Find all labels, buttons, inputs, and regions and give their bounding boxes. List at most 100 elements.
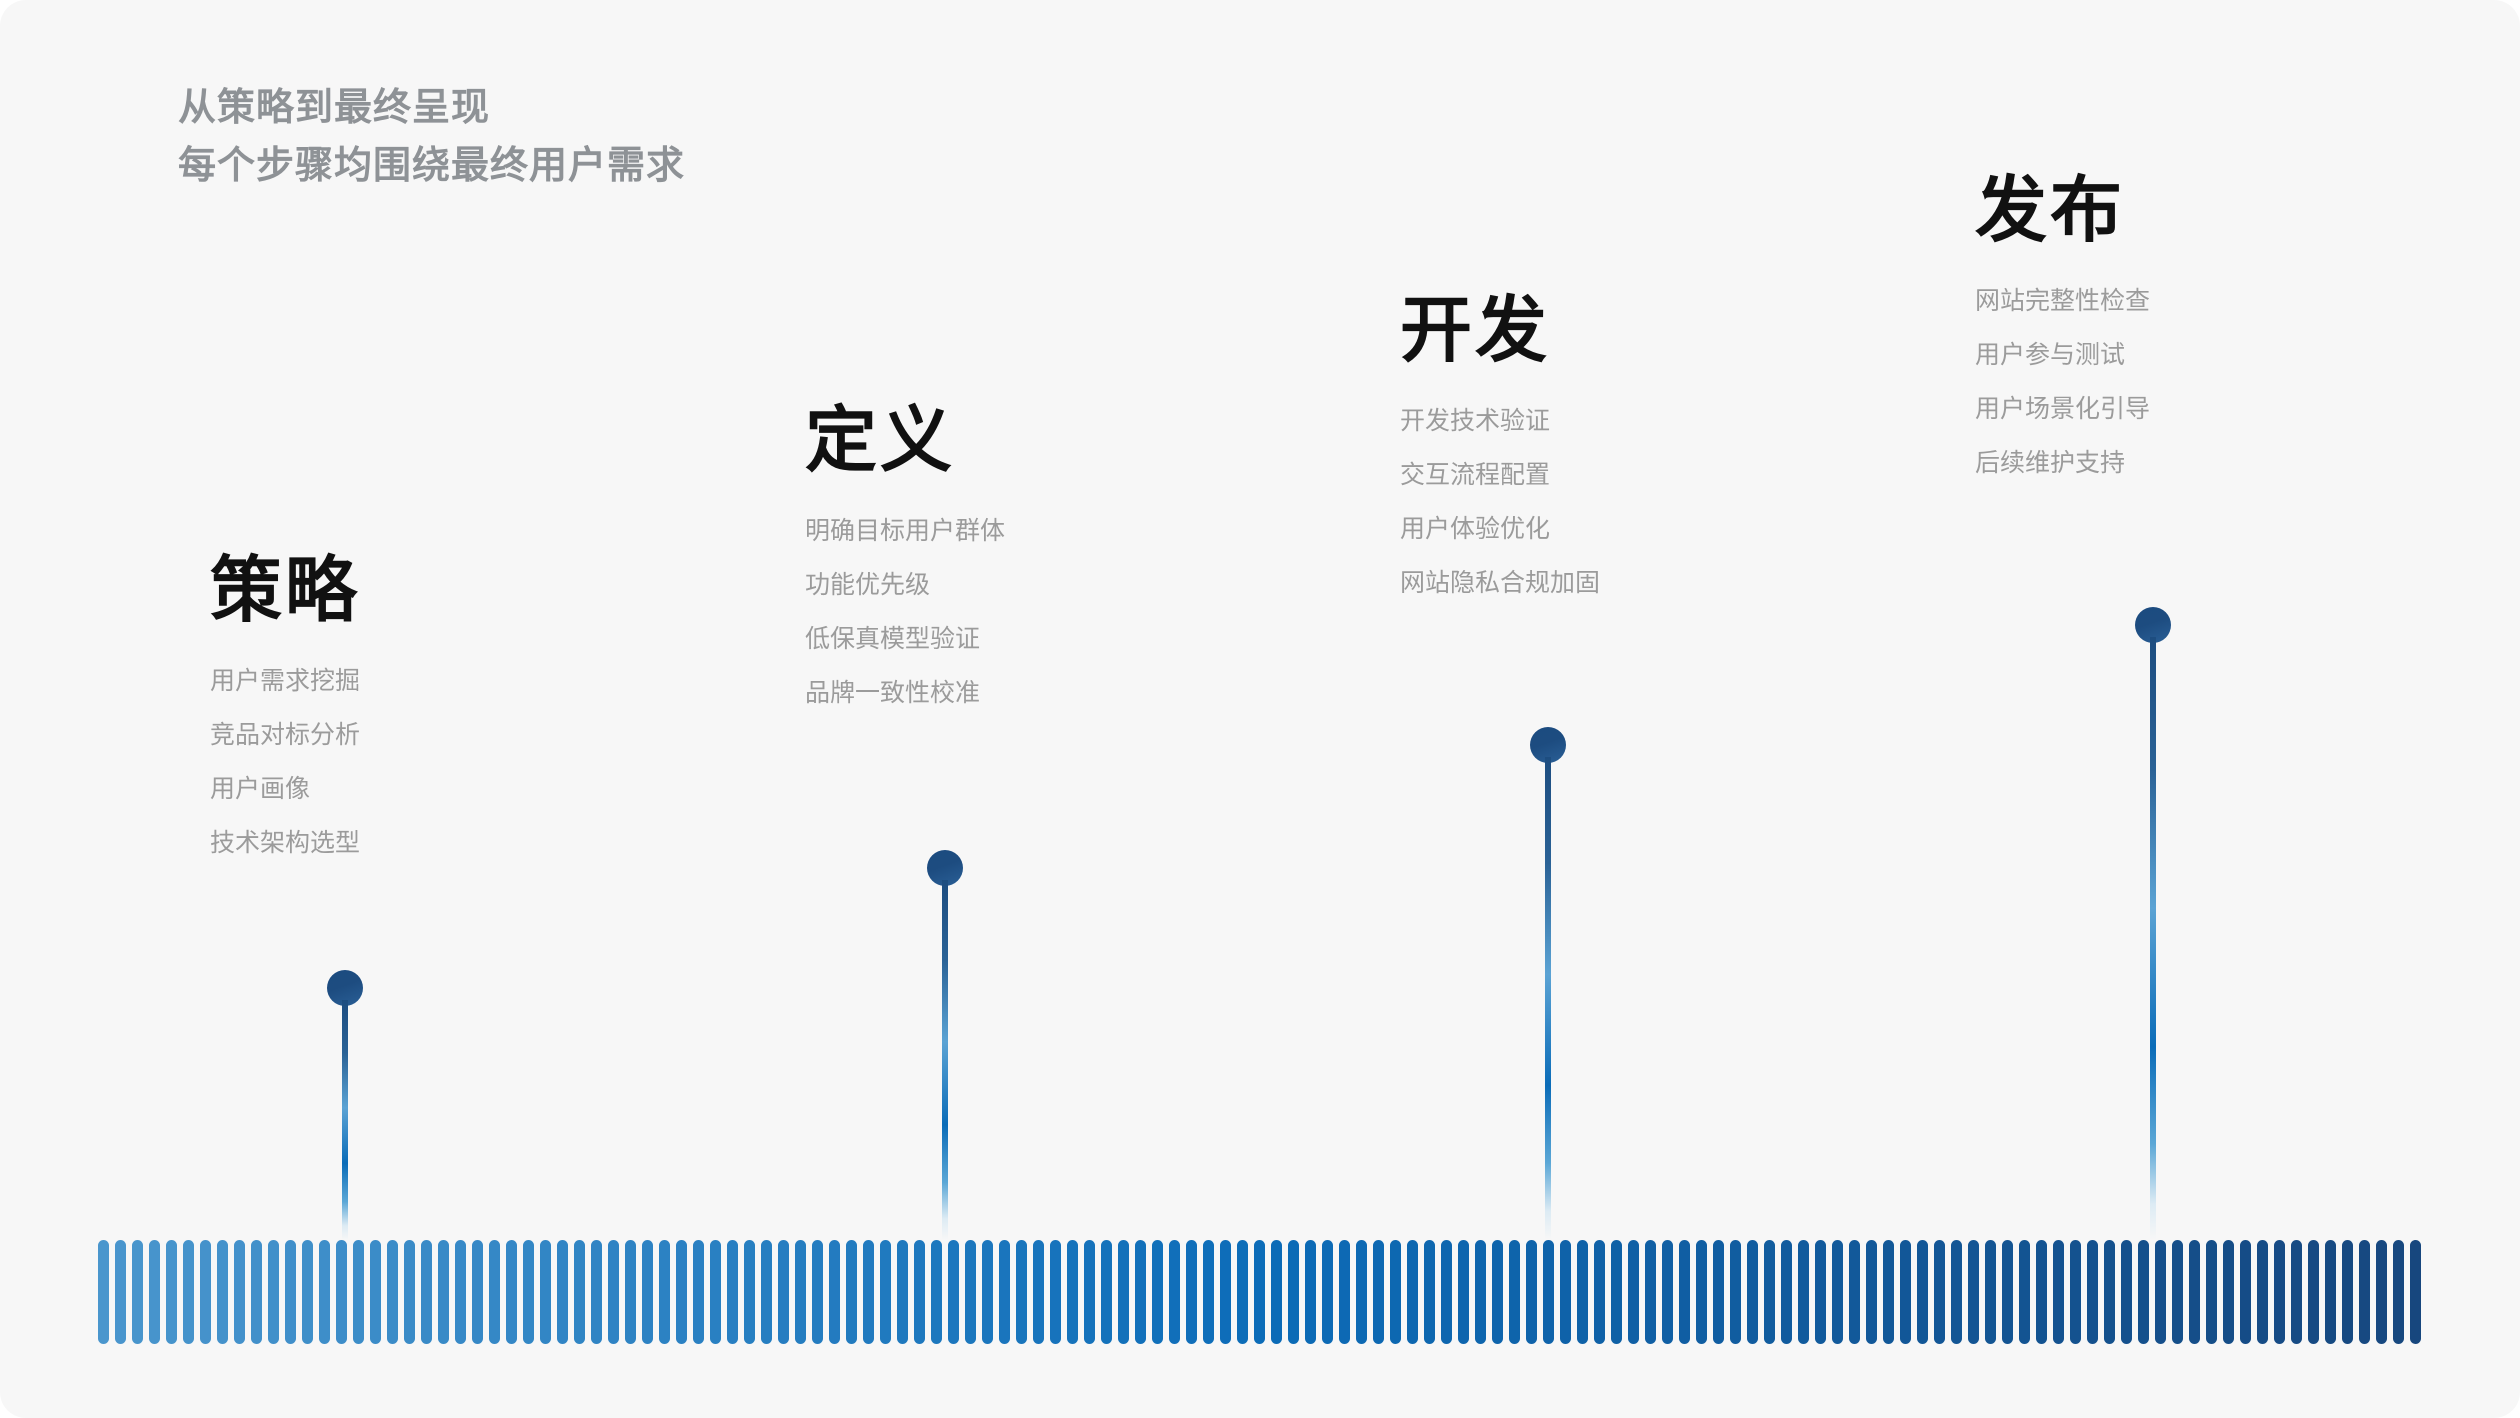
- baseline-bar: [880, 1240, 891, 1344]
- baseline-bar: [1322, 1240, 1333, 1344]
- baseline-bar: [2359, 1240, 2370, 1344]
- baseline-bar: [2002, 1240, 2013, 1344]
- stage-block-1[interactable]: 策略用户需求挖掘竞品对标分析用户画像技术架构选型: [210, 555, 360, 856]
- baseline-bar: [472, 1240, 483, 1344]
- baseline-bar: [1033, 1240, 1044, 1344]
- stage-item: 明确目标用户群体: [805, 517, 1006, 545]
- baseline-bar: [1152, 1240, 1163, 1344]
- baseline-bar: [1169, 1240, 1180, 1344]
- baseline-bar: [1390, 1240, 1401, 1344]
- baseline-bar: [2410, 1240, 2421, 1344]
- baseline-bar: [2104, 1240, 2115, 1344]
- baseline-bar: [132, 1240, 143, 1344]
- header-line-1: 从策略到最终呈现: [178, 87, 491, 129]
- baseline-bar: [370, 1240, 381, 1344]
- stage-title-1: 策略: [210, 551, 361, 631]
- baseline-bar: [999, 1240, 1010, 1344]
- baseline-bar: [2087, 1240, 2098, 1344]
- baseline-bar: [1458, 1240, 1469, 1344]
- stage-item: 技术架构选型: [210, 829, 361, 857]
- stage-block-2[interactable]: 定义明确目标用户群体功能优先级低保真模型验证品牌一致性校准: [805, 405, 1005, 706]
- baseline-bar: [1849, 1240, 1860, 1344]
- baseline-bar: [489, 1240, 500, 1344]
- baseline-bar: [812, 1240, 823, 1344]
- baseline-bar: [948, 1240, 959, 1344]
- baseline-bar: [1492, 1240, 1503, 1344]
- baseline-bar: [1628, 1240, 1639, 1344]
- baseline-bar: [1696, 1240, 1707, 1344]
- baseline-bar: [200, 1240, 211, 1344]
- baseline-bar: [285, 1240, 296, 1344]
- baseline-bar: [2342, 1240, 2353, 1344]
- baseline-bar: [438, 1240, 449, 1344]
- baseline-bar: [642, 1240, 653, 1344]
- baseline-bar: [2240, 1240, 2251, 1344]
- baseline-bar: [1118, 1240, 1129, 1344]
- baseline-bar: [931, 1240, 942, 1344]
- stage-block-4[interactable]: 发布网站完整性检查用户参与测试用户场景化引导后续维护支持: [1975, 175, 2150, 476]
- header-block: 从策略到最终呈现 每个步骤均围绕最终用户需求: [178, 80, 685, 196]
- stage-item: 用户需求挖掘: [210, 667, 361, 695]
- stage-item: 开发技术验证: [1400, 407, 1551, 435]
- baseline-bar: [676, 1240, 687, 1344]
- baseline-bar: [2393, 1240, 2404, 1344]
- baseline-bar: [1373, 1240, 1384, 1344]
- stage-item: 网站隐私合规加固: [1400, 569, 1601, 597]
- baseline-bar: [1713, 1240, 1724, 1344]
- stage-item: 用户参与测试: [1975, 341, 2126, 369]
- baseline-bar: [608, 1240, 619, 1344]
- baseline-bar: [2308, 1240, 2319, 1344]
- stage-item: 功能优先级: [805, 571, 931, 599]
- baseline-bar: [2325, 1240, 2336, 1344]
- baseline-bar: [1730, 1240, 1741, 1344]
- baseline-bar: [1356, 1240, 1367, 1344]
- baseline-bar: [2019, 1240, 2030, 1344]
- baseline-bar: [217, 1240, 228, 1344]
- baseline-bar: [98, 1240, 109, 1344]
- stage-block-3[interactable]: 开发开发技术验证交互流程配置用户体验优化网站隐私合规加固: [1400, 295, 1600, 596]
- stage-item: 用户场景化引导: [1975, 395, 2151, 423]
- baseline-bar: [1951, 1240, 1962, 1344]
- marker-stem: [1545, 757, 1551, 1240]
- baseline-bar: [523, 1240, 534, 1344]
- baseline-bar: [1543, 1240, 1554, 1344]
- baseline-bar: [1900, 1240, 1911, 1344]
- stage-item-list-3: 开发技术验证交互流程配置用户体验优化网站隐私合规加固: [1400, 409, 1600, 596]
- baseline-bar: [404, 1240, 415, 1344]
- baseline-bar: [1985, 1240, 1996, 1344]
- baseline-bar: [710, 1240, 721, 1344]
- baseline-bar: [1662, 1240, 1673, 1344]
- baseline-bar: [1203, 1240, 1214, 1344]
- baseline-bar: [540, 1240, 551, 1344]
- baseline-bar: [897, 1240, 908, 1344]
- baseline-bar: [2172, 1240, 2183, 1344]
- baseline-bar: [1407, 1240, 1418, 1344]
- baseline-bar: [1883, 1240, 1894, 1344]
- baseline-bar: [1611, 1240, 1622, 1344]
- baseline-bar: [1237, 1240, 1248, 1344]
- baseline-bar: [1016, 1240, 1027, 1344]
- baseline-bar: [863, 1240, 874, 1344]
- baseline-bar: [2036, 1240, 2047, 1344]
- baseline-bar: [2121, 1240, 2132, 1344]
- baseline-bar: [1509, 1240, 1520, 1344]
- baseline-bar: [557, 1240, 568, 1344]
- baseline-bar: [1560, 1240, 1571, 1344]
- baseline-bar-strip: [98, 1240, 2421, 1344]
- baseline-bar: [1271, 1240, 1282, 1344]
- baseline-bar: [1645, 1240, 1656, 1344]
- baseline-bar: [166, 1240, 177, 1344]
- stage-title-3: 开发: [1400, 291, 1551, 371]
- baseline-bar: [1832, 1240, 1843, 1344]
- baseline-bar: [336, 1240, 347, 1344]
- baseline-bar: [1475, 1240, 1486, 1344]
- baseline-bar: [455, 1240, 466, 1344]
- stage-item: 用户画像: [210, 775, 311, 803]
- baseline-bar: [778, 1240, 789, 1344]
- marker-stem: [2150, 637, 2156, 1240]
- stage-item-list-2: 明确目标用户群体功能优先级低保真模型验证品牌一致性校准: [805, 519, 1005, 706]
- baseline-bar: [1254, 1240, 1265, 1344]
- stage-item: 竞品对标分析: [210, 721, 361, 749]
- baseline-bar: [1050, 1240, 1061, 1344]
